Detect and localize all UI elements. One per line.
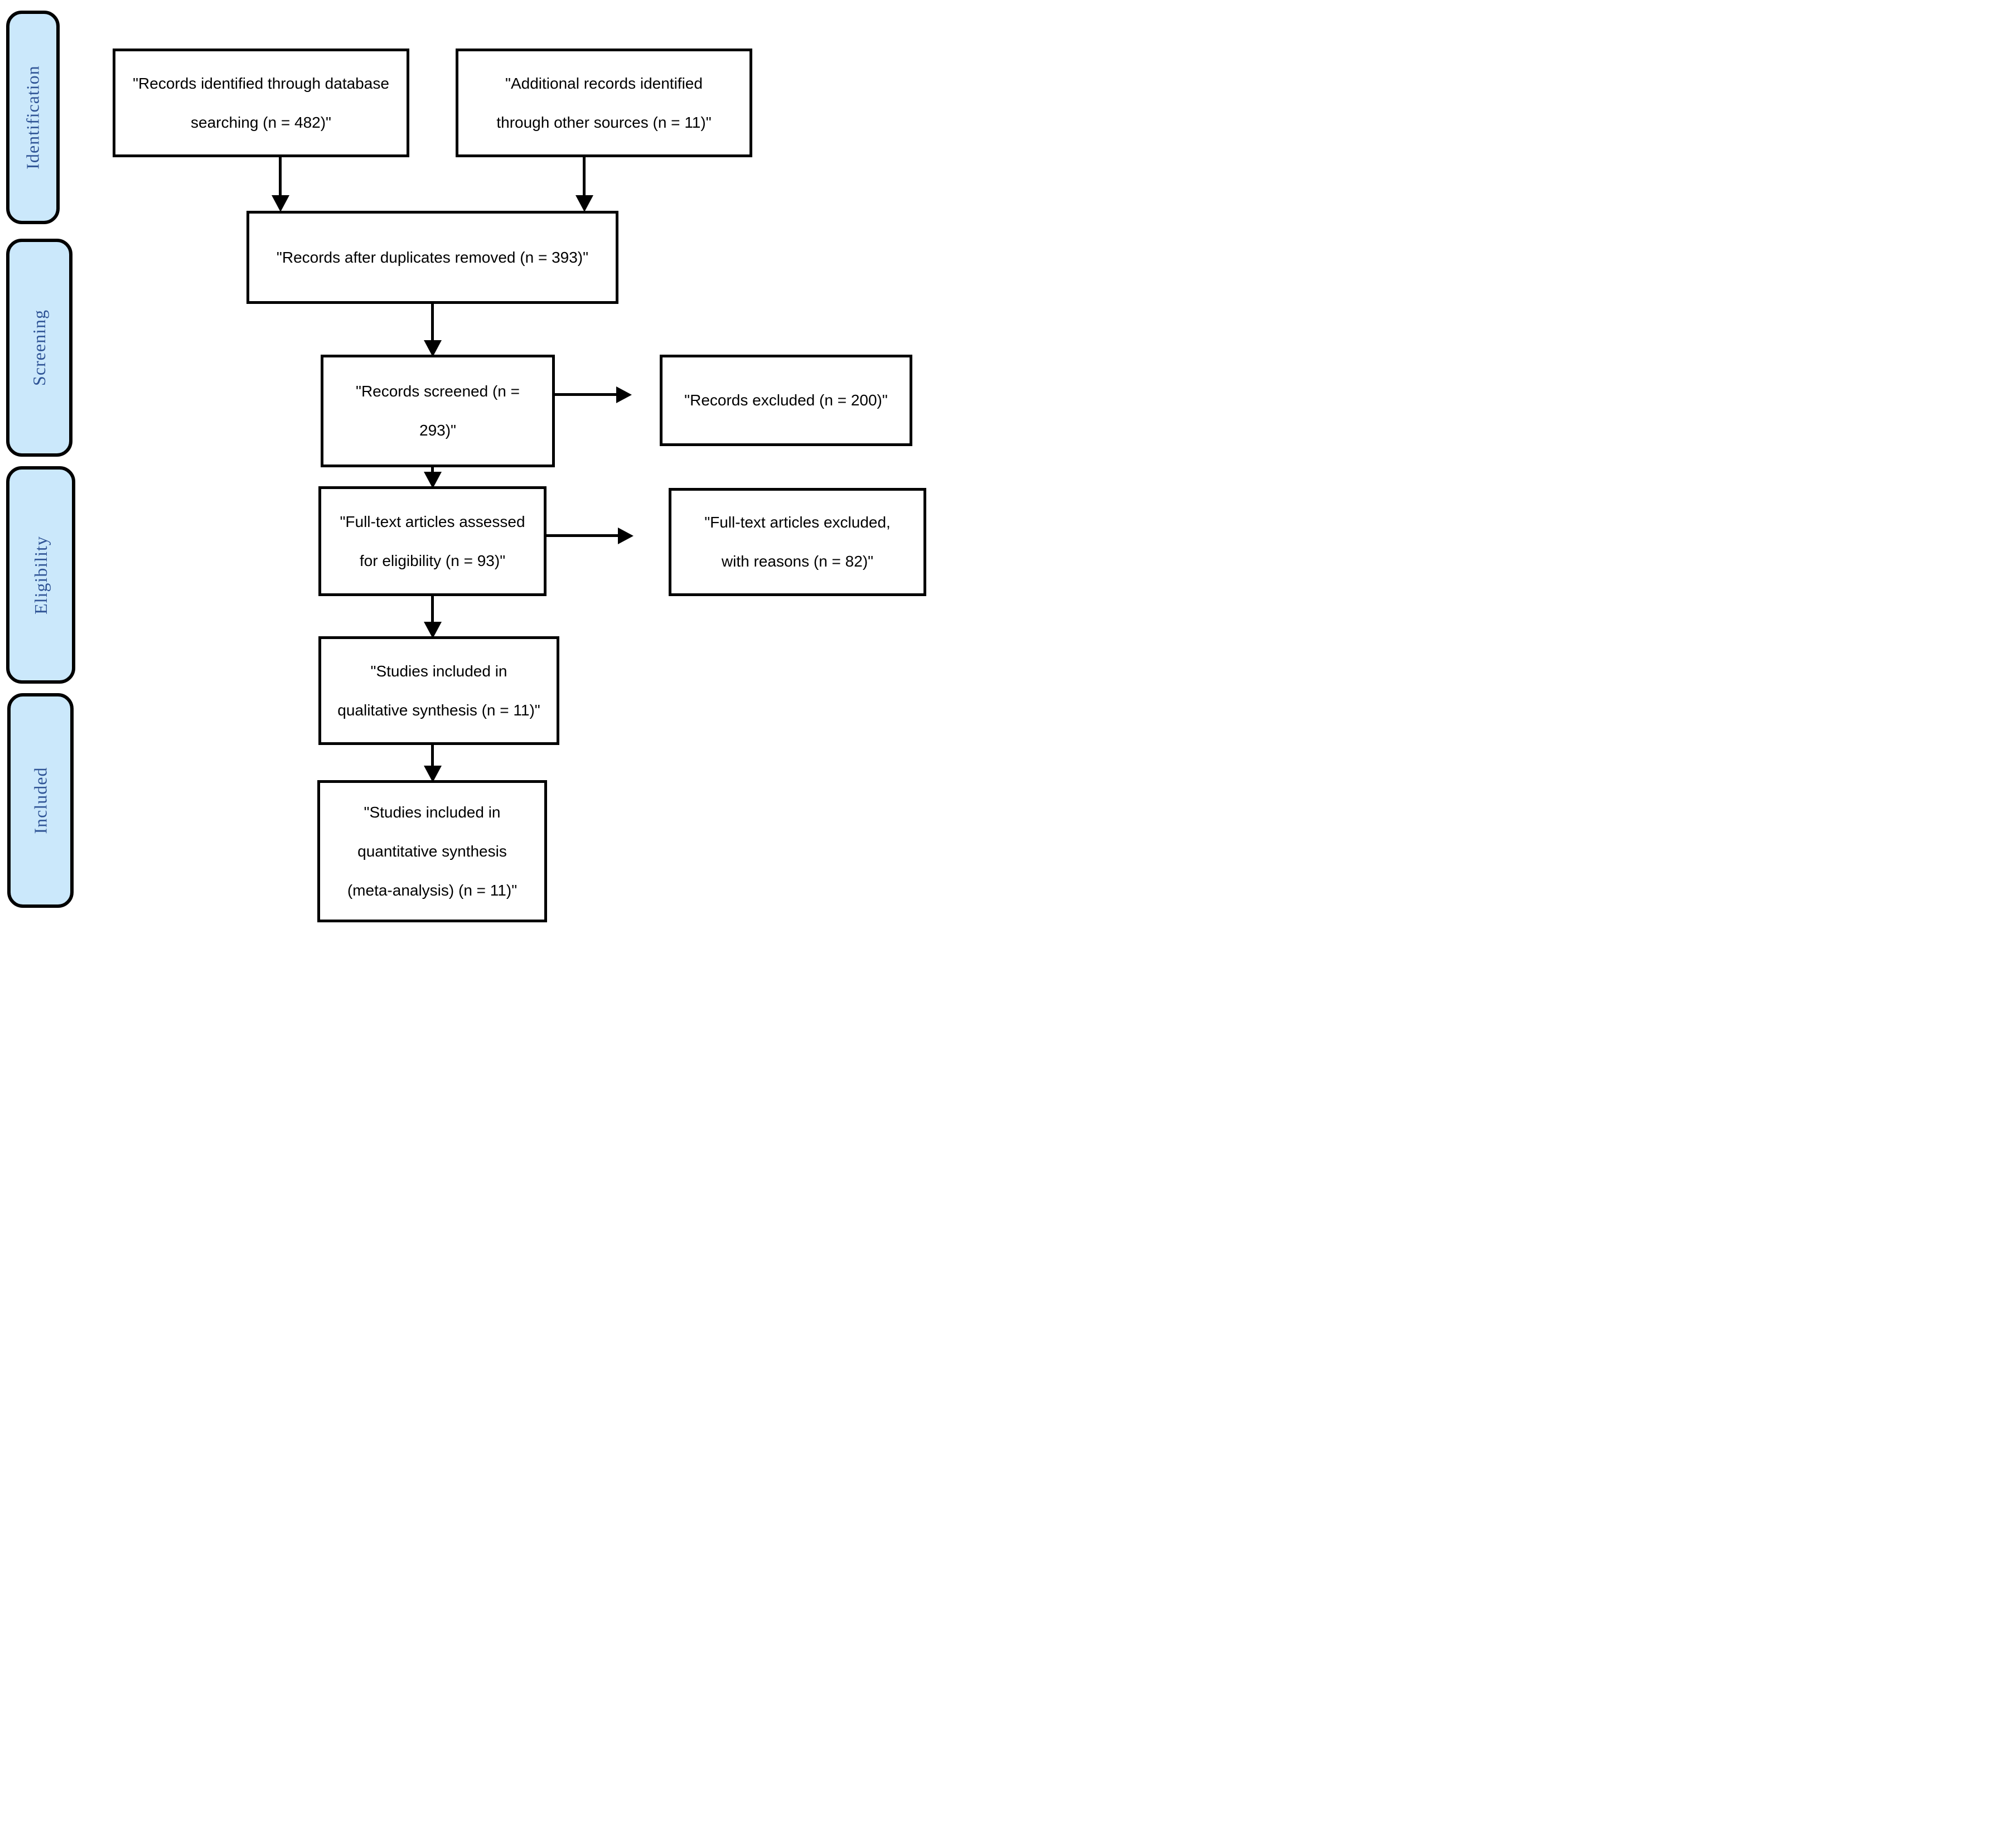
box-text-line: "Records excluded (n = 200)" (684, 391, 888, 409)
box-text-line: quantitative synthesis (357, 842, 507, 860)
box-text-line: searching (n = 482)" (191, 113, 331, 131)
box-text-line: "Full-text articles assessed (340, 512, 525, 530)
arrow-identified-to-duplicates (271, 157, 289, 212)
box-fulltext-excluded: "Full-text articles excluded, with reaso… (669, 488, 926, 596)
box-fulltext-assessed: "Full-text articles assessed for eligibi… (318, 486, 547, 596)
box-text-line: "Studies included in (370, 662, 507, 680)
box-duplicates-removed: "Records after duplicates removed (n = 3… (246, 211, 618, 304)
stage-included: Included (7, 693, 74, 908)
stage-eligibility: Eligibility (6, 466, 75, 684)
box-text-line: (meta-analysis) (n = 11)" (347, 881, 518, 899)
box-quantitative-synthesis: "Studies included in quantitative synthe… (317, 780, 547, 922)
stage-eligibility-label: Eligibility (30, 535, 51, 615)
prisma-flow-diagram: Identification Screening Eligibility Inc… (0, 0, 1001, 924)
arrow-additional-to-duplicates (575, 157, 593, 212)
stage-included-label: Included (30, 767, 51, 834)
arrow-fulltext-to-qualitative (423, 596, 442, 638)
box-qualitative-synthesis: "Studies included in qualitative synthes… (318, 636, 559, 745)
box-text-line: "Studies included in (364, 803, 501, 821)
box-text-line: "Full-text articles excluded, (704, 514, 891, 531)
box-text-line: "Additional records identified (505, 74, 703, 92)
box-text-line: qualitative synthesis (n = 11)" (337, 701, 540, 719)
box-text-line: "Records identified through database (133, 74, 389, 92)
arrow-screened-to-fulltext (423, 467, 442, 488)
stage-identification: Identification (6, 11, 60, 224)
stage-screening: Screening (6, 239, 72, 457)
stage-screening-label: Screening (29, 309, 50, 386)
arrow-fulltext-to-fulltext-excluded (547, 527, 634, 544)
box-text-line: "Records after duplicates removed (n = 3… (276, 248, 589, 266)
box-text-line: through other sources (n = 11)" (496, 113, 712, 131)
box-text-line: with reasons (n = 82)" (721, 553, 874, 570)
box-records-screened: "Records screened (n = 293)" (321, 355, 555, 467)
box-text-line: "Records screened (n = (356, 383, 520, 400)
stage-identification-label: Identification (22, 65, 43, 170)
arrow-screened-to-excluded (555, 386, 632, 403)
box-records-identified: "Records identified through database sea… (113, 49, 409, 157)
arrow-duplicates-to-screened (423, 304, 442, 357)
box-text-line: 293)" (419, 422, 456, 439)
box-text-line: for eligibility (n = 93)" (359, 552, 506, 569)
box-additional-records: "Additional records identified through o… (456, 49, 752, 157)
arrow-qualitative-to-quantitative (423, 745, 442, 782)
box-records-excluded: "Records excluded (n = 200)" (660, 355, 912, 446)
